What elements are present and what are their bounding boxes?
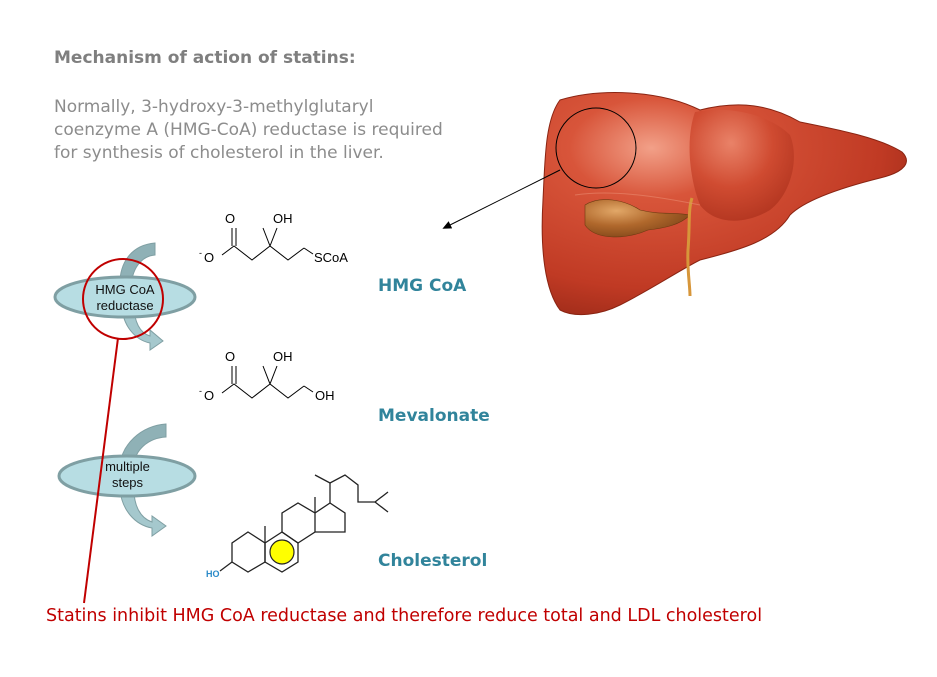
- slide-heading: Mechanism of action of statins:: [54, 48, 356, 68]
- mevalonate-structure: [221, 365, 314, 399]
- hmg-scoa: SCoA: [314, 250, 348, 265]
- intro-text: Normally, 3-hydroxy-3-methylglutaryl coe…: [54, 96, 494, 165]
- step-ellipse-multiple-steps: [57, 454, 197, 498]
- hmg-carboxylate-o: O: [204, 250, 214, 265]
- inhibition-pointer-line: [83, 337, 119, 604]
- enzyme-label-hmg-coa-reductase: HMG CoA reductase: [80, 282, 170, 314]
- liver-highlight-circle: [555, 107, 637, 189]
- cholesterol-ho: HO: [206, 569, 220, 579]
- conclusion-text: Statins inhibit HMG CoA reductase and th…: [46, 606, 763, 626]
- compound-label-cholesterol: Cholesterol: [378, 551, 488, 571]
- compound-label-hmg-coa: HMG CoA: [378, 276, 467, 296]
- intro-line: for synthesis of cholesterol in the live…: [54, 143, 384, 163]
- intro-line: coenzyme A (HMG-CoA) reductase is requir…: [54, 120, 443, 140]
- step-label-line: multiple: [105, 459, 150, 474]
- highlighted-ring: [269, 539, 295, 565]
- compound-label-mevalonate: Mevalonate: [378, 406, 490, 426]
- enzyme-ellipse-hmg-coa-reductase: [53, 275, 197, 319]
- mev-hydroxyl: OH: [273, 349, 293, 364]
- mev-charge: -: [199, 386, 202, 396]
- pointer-arrow: [442, 169, 561, 229]
- hmg-charge: -: [199, 248, 202, 258]
- mev-carbonyl-o: O: [225, 349, 235, 364]
- hmg-hydroxyl: OH: [273, 211, 293, 226]
- mev-carboxylate-o: O: [204, 388, 214, 403]
- cholesterol-structure: [219, 474, 389, 573]
- step-label-multiple-steps: multiple steps: [85, 459, 170, 491]
- enzyme-label-line: HMG CoA: [95, 282, 155, 297]
- enzyme-label-line: reductase: [96, 298, 154, 313]
- intro-line: Normally, 3-hydroxy-3-methylglutaryl: [54, 97, 374, 117]
- hmg-carbonyl-o: O: [225, 211, 235, 226]
- inhibition-highlight-circle: [82, 258, 164, 340]
- step-label-line: steps: [111, 475, 144, 490]
- mev-terminal-oh: OH: [315, 388, 335, 403]
- hmg-coa-structure: [221, 227, 314, 261]
- liver-illustration: [541, 92, 907, 315]
